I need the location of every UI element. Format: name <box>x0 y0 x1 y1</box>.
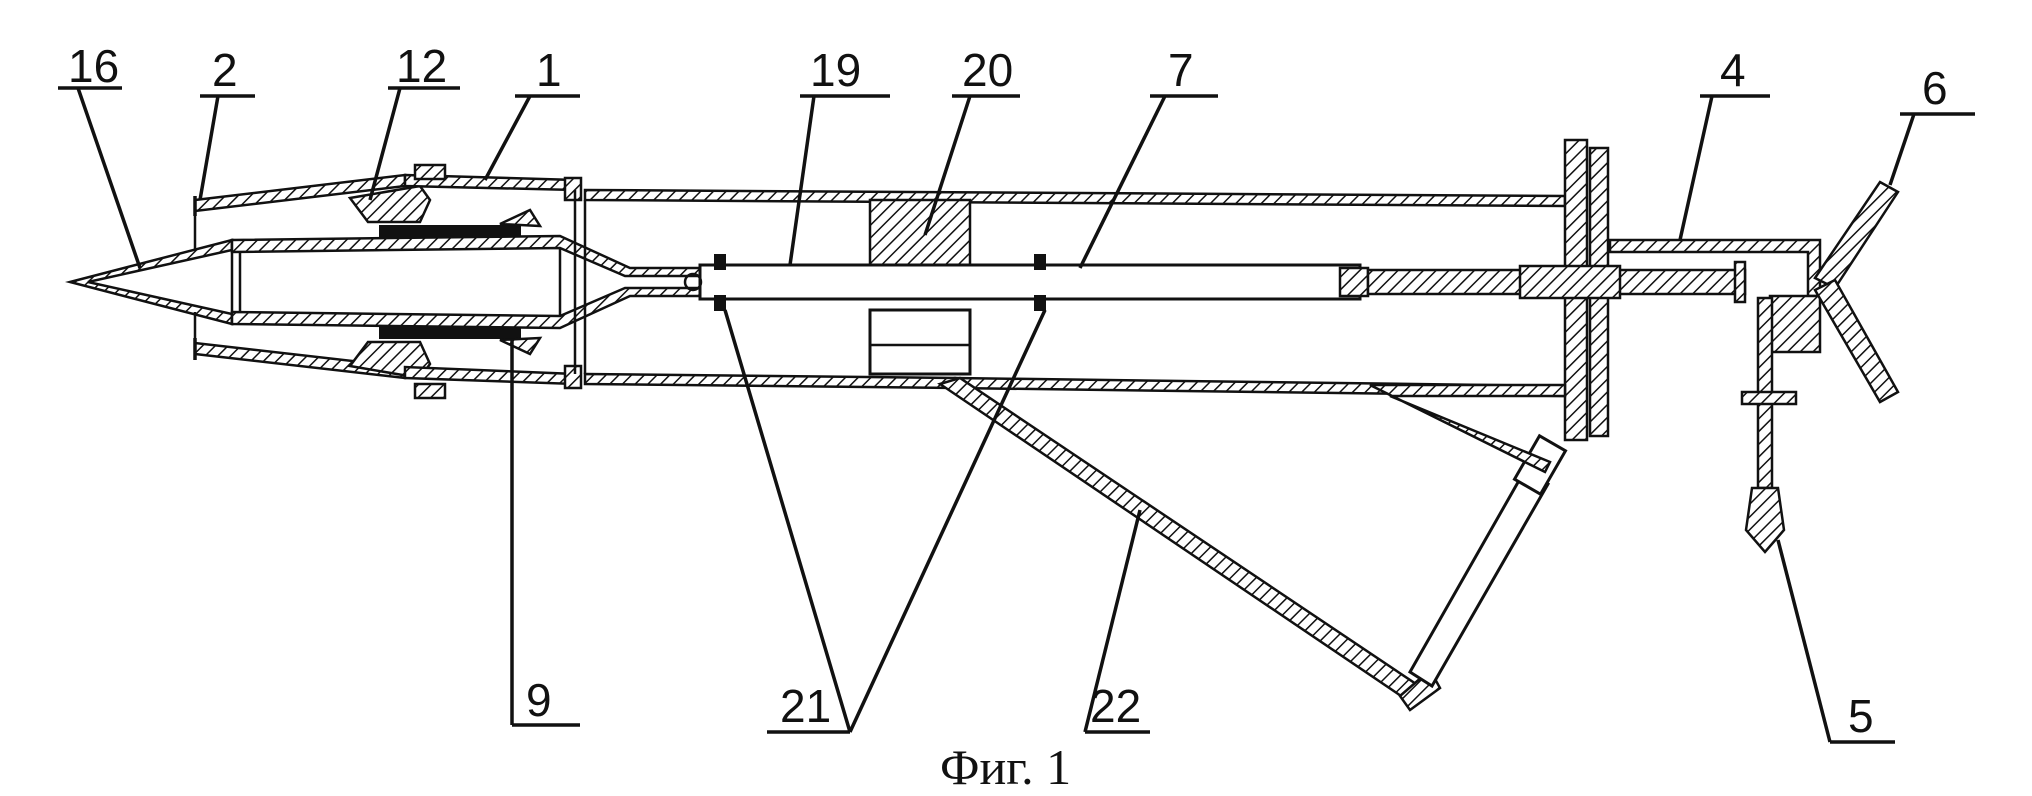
leader-lines <box>58 86 1975 744</box>
label-20: 20 <box>962 44 1013 96</box>
trigger-rod <box>1740 296 1798 554</box>
label-1: 1 <box>536 44 562 96</box>
support-strut <box>937 376 1568 712</box>
piston-rod <box>683 254 1747 311</box>
label-2: 2 <box>212 44 238 96</box>
label-21: 21 <box>780 680 831 732</box>
spring-coil <box>379 225 521 339</box>
label-12: 12 <box>396 40 447 92</box>
label-9: 9 <box>526 674 552 726</box>
label-7: 7 <box>1168 44 1194 96</box>
label-19: 19 <box>810 44 861 96</box>
label-5: 5 <box>1848 690 1874 742</box>
label-4: 4 <box>1720 44 1746 96</box>
label-16: 16 <box>68 40 119 92</box>
weight-block <box>868 198 972 376</box>
lever-arm <box>1813 180 1900 404</box>
label-22: 22 <box>1090 680 1141 732</box>
central-body <box>230 234 702 330</box>
handle-box <box>1608 238 1822 354</box>
figure-caption: Фиг. 1 <box>940 739 1071 795</box>
nose-cone <box>65 238 234 326</box>
flange-plate <box>1518 138 1622 442</box>
label-6: 6 <box>1922 62 1948 114</box>
